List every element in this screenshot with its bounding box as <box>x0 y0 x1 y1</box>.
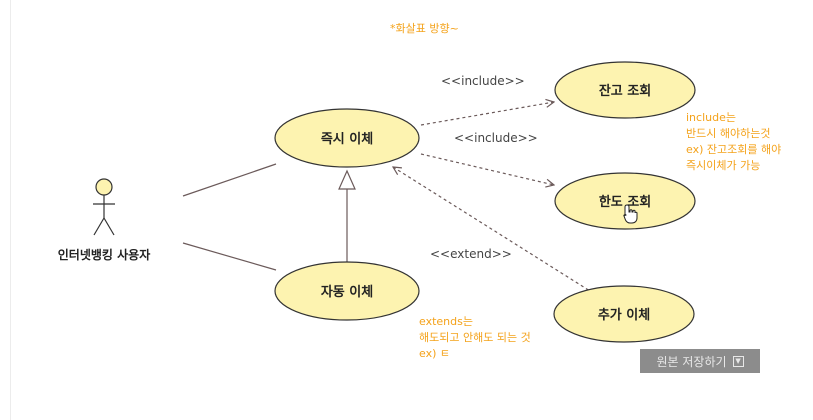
use-case-extra-label: 추가 이체 <box>598 307 650 323</box>
use-case-auto-label: 자동 이체 <box>321 284 373 300</box>
include-label-2: <<include>> <box>454 131 538 145</box>
include-note-line: include는 <box>686 111 736 124</box>
hand-cursor-icon <box>623 204 638 224</box>
use-case-balance-label: 잔고 조회 <box>599 83 651 99</box>
page-left-border <box>10 0 11 420</box>
save-original-button[interactable]: 원본 저장하기 ▼ <box>640 349 760 373</box>
extend-note: extends는 해도되고 안해도 되는 것 ex) ㅌ <box>419 314 531 362</box>
extend-label: <<extend>> <box>430 247 512 261</box>
use-case-balance[interactable]: 잔고 조회 <box>554 61 696 119</box>
use-case-limit-label: 한도 조회 <box>599 194 651 210</box>
save-original-label: 원본 저장하기 <box>656 354 727 369</box>
extend-note-line: ex) ㅌ <box>419 347 450 360</box>
association-instant <box>182 163 277 197</box>
use-case-instant-label: 즉시 이체 <box>321 131 373 147</box>
include-label-1: <<include>> <box>441 74 525 88</box>
association-auto <box>182 242 277 271</box>
include-note-line: 반드시 해야하는것 <box>686 127 771 140</box>
actor-figure <box>93 178 115 236</box>
extend-edge-extra <box>393 167 591 292</box>
include-edge-limit <box>420 153 554 185</box>
include-note: include는 반드시 해야하는것 ex) 잔고조회를 해야 즉시이체가 가능 <box>686 110 781 174</box>
actor-label: 인터넷뱅킹 사용자 <box>58 247 151 262</box>
extend-note-line: extends는 <box>419 315 473 328</box>
use-case-extra[interactable]: 추가 이체 <box>553 285 695 343</box>
generalization-arrowhead <box>338 169 356 190</box>
use-case-auto[interactable]: 자동 이체 <box>274 261 420 321</box>
chevron-down-icon: ▼ <box>732 355 744 367</box>
include-edge-balance <box>420 102 554 126</box>
extend-note-line: 해도되고 안해도 되는 것 <box>419 331 531 344</box>
use-case-limit[interactable]: 한도 조회 <box>554 172 696 230</box>
use-case-instant[interactable]: 즉시 이체 <box>274 108 420 168</box>
include-note-line: 즉시이체가 가능 <box>686 159 761 172</box>
title-note: *화살표 방향~ <box>390 22 459 35</box>
include-note-line: ex) 잔고조회를 해야 <box>686 143 782 156</box>
